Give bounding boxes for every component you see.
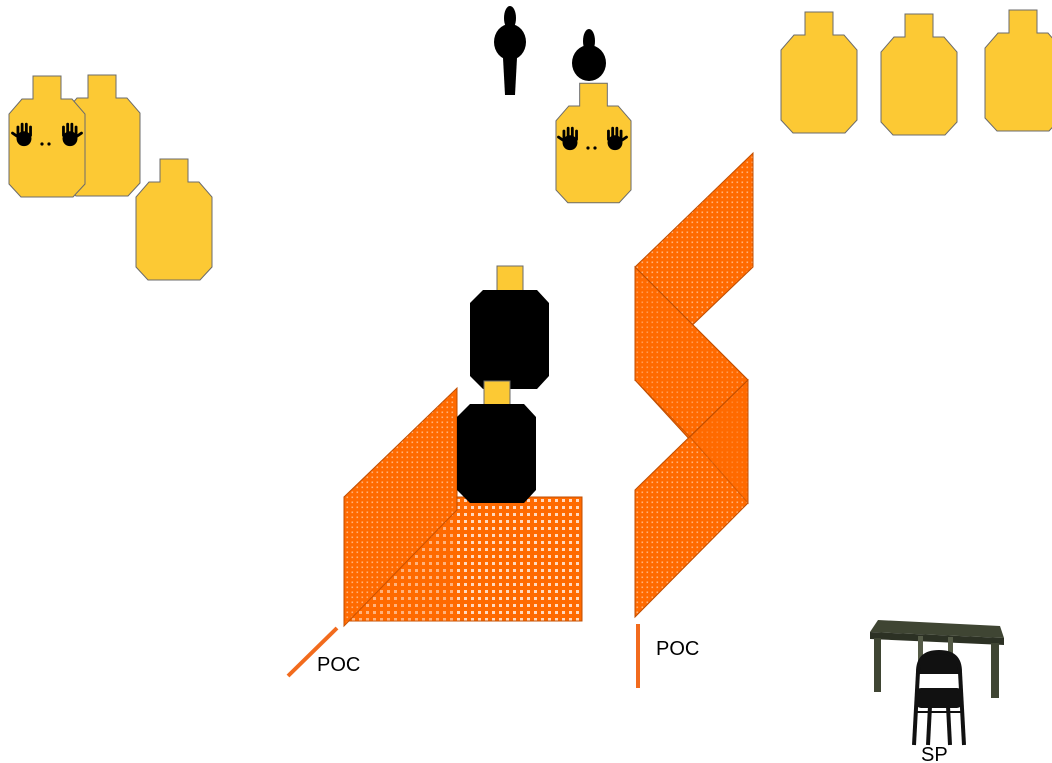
barrier-left (343, 386, 583, 628)
target-right-1 (780, 11, 858, 134)
target-right-2 (880, 13, 958, 136)
popper-target-icon (572, 29, 606, 81)
barrier-right (634, 151, 754, 619)
poc-label-right: POC (656, 638, 699, 660)
target-right-3 (984, 9, 1052, 132)
target-group-right (780, 9, 1052, 136)
poc-line-left (286, 626, 339, 678)
target-left-lower (135, 158, 213, 281)
no-shoot-target-upper (470, 265, 549, 389)
folding-chair-icon (912, 649, 966, 746)
start-position-label: SP (921, 744, 948, 763)
hands-up-icon (556, 126, 629, 151)
poc-label-left: POC (317, 654, 360, 676)
hands-up-icon (10, 122, 84, 147)
target-group-left (8, 74, 213, 281)
popper-target-icon (494, 6, 526, 95)
target-center-hands (555, 82, 632, 204)
no-shoot-target-lower (457, 380, 536, 503)
